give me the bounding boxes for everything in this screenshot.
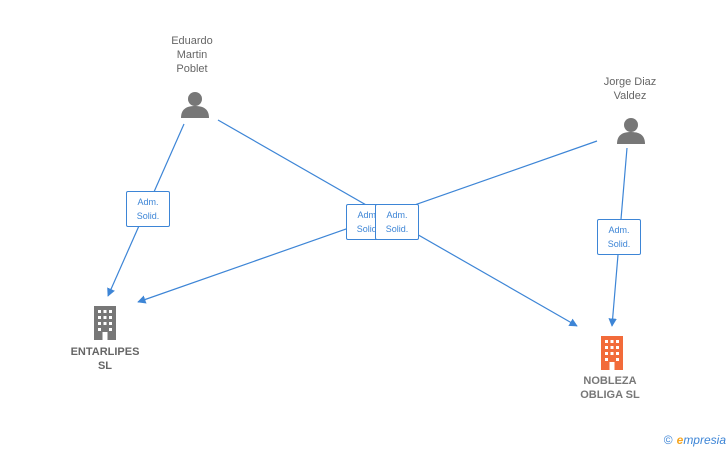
person-name-jorge[interactable]: Jorge Diaz Valdez: [603, 76, 657, 102]
brand-logo: empresia: [676, 433, 726, 447]
relation-label-eduardo-entarlipes: Adm. Solid.: [126, 191, 170, 227]
company-name-entarlipes[interactable]: ENTARLIPES SL: [70, 346, 140, 372]
person-icon-eduardo[interactable]: [180, 90, 210, 123]
footer-brand: © empresia: [664, 433, 726, 447]
person-icon-jorge[interactable]: [616, 116, 646, 149]
relation-label-jorge-nobleza: Adm. Solid.: [597, 219, 641, 255]
copyright-icon: ©: [663, 433, 673, 447]
relation-label-eduardo-nobleza: Adm. Solid.: [375, 204, 419, 240]
building-icon-nobleza[interactable]: [597, 334, 627, 375]
company-name-nobleza[interactable]: NOBLEZA OBLIGA SL: [580, 375, 640, 401]
person-name-eduardo[interactable]: Eduardo Martin Poblet: [171, 35, 213, 75]
building-icon-entarlipes[interactable]: [90, 304, 120, 345]
